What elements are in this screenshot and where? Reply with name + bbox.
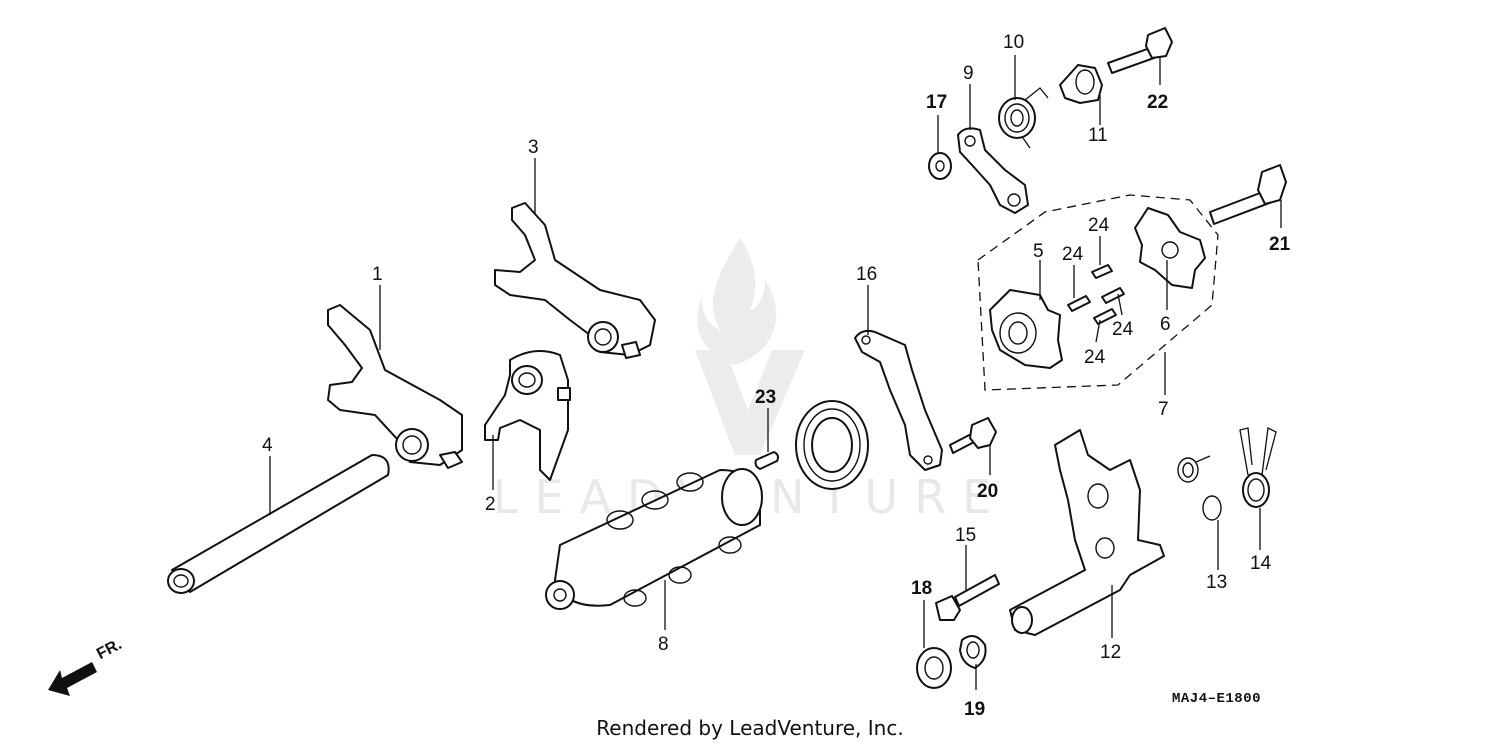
part-3-shift-fork[interactable] xyxy=(494,202,656,359)
part-4-shift-fork-shaft[interactable] xyxy=(167,454,390,594)
part-15-bolt[interactable] xyxy=(935,574,1000,621)
callout-8: 8 xyxy=(658,634,669,655)
callout-12: 12 xyxy=(1100,642,1121,663)
part-24-pins[interactable] xyxy=(1067,264,1125,325)
callout-22: 22 xyxy=(1147,92,1168,113)
assembly-7-outline xyxy=(977,194,1219,391)
credit-text: Rendered by LeadVenture, Inc. xyxy=(596,716,904,740)
callout-24-left: 24 xyxy=(1062,244,1084,265)
callout-24-top: 24 xyxy=(1088,215,1110,236)
part-6-drum-plate[interactable] xyxy=(1134,207,1206,289)
callout-16: 16 xyxy=(856,264,877,285)
watermark-logo-icon xyxy=(695,238,805,455)
callout-4: 4 xyxy=(262,435,273,456)
diagram-code: MAJ4–E1800 xyxy=(1172,691,1262,707)
callout-18: 18 xyxy=(911,578,932,599)
callout-5: 5 xyxy=(1033,241,1044,262)
callout-1: 1 xyxy=(372,264,383,285)
callout-24-right: 24 xyxy=(1112,319,1134,340)
part-20-bolt[interactable] xyxy=(949,417,997,454)
part-19-circlip[interactable] xyxy=(959,635,987,669)
callout-3: 3 xyxy=(528,137,539,158)
part-23-dowel-pin[interactable] xyxy=(754,451,779,470)
part-13-spring[interactable] xyxy=(1177,455,1222,521)
callout-23: 23 xyxy=(755,387,776,408)
callout-24-bottom: 24 xyxy=(1084,347,1106,368)
part-11-collar[interactable] xyxy=(1059,64,1103,104)
part-1-shift-fork[interactable] xyxy=(327,304,463,469)
part-5-drum-center[interactable] xyxy=(989,289,1063,369)
part-2-shift-fork[interactable] xyxy=(484,350,571,481)
callout-13: 13 xyxy=(1206,572,1227,593)
part-8-gearshift-drum[interactable] xyxy=(545,468,763,610)
callout-14: 14 xyxy=(1250,553,1272,574)
callout-10: 10 xyxy=(1003,32,1024,53)
part-12-gearshift-spindle[interactable] xyxy=(1009,429,1165,636)
part-18-oil-seal[interactable] xyxy=(916,647,952,689)
callout-7: 7 xyxy=(1158,399,1169,420)
leader-lines xyxy=(269,55,1282,690)
part-14-return-spring[interactable] xyxy=(1239,427,1277,508)
callout-9: 9 xyxy=(963,63,974,84)
callout-11: 11 xyxy=(1088,125,1108,146)
callout-17: 17 xyxy=(926,92,947,113)
part-10-spring[interactable] xyxy=(998,87,1049,149)
callout-2: 2 xyxy=(485,494,496,515)
front-arrow-icon xyxy=(48,662,97,696)
callout-21: 21 xyxy=(1269,234,1291,255)
callout-15: 15 xyxy=(955,525,976,546)
part-16-stopper-plate[interactable] xyxy=(854,329,943,471)
callout-19: 19 xyxy=(964,699,985,720)
part-21-bolt[interactable] xyxy=(1209,164,1287,225)
part-17-washer[interactable] xyxy=(928,152,952,180)
callout-6: 6 xyxy=(1160,314,1171,335)
part-9-gearshift-arm[interactable] xyxy=(957,127,1029,214)
bearing[interactable] xyxy=(795,400,869,490)
callouts: 1 2 3 4 5 6 7 8 9 10 11 12 13 14 15 16 1… xyxy=(262,32,1291,720)
callout-20: 20 xyxy=(977,481,998,502)
part-22-bolt[interactable] xyxy=(1107,27,1173,74)
